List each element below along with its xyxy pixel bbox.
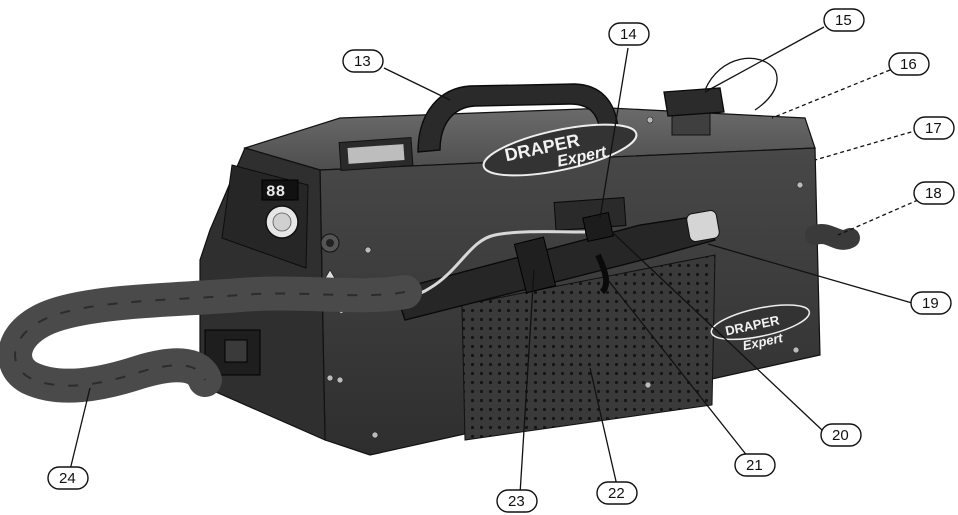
- callout-23-label: 23: [508, 493, 525, 510]
- callout-23: 23: [496, 489, 538, 513]
- callout-16: 16: [888, 52, 930, 76]
- power-inlet-plug: [224, 339, 248, 363]
- callout-20-label: 20: [832, 427, 849, 444]
- callout-19: 19: [910, 291, 952, 315]
- callout-15-label: 15: [835, 12, 852, 29]
- side-brand-logo: DRAPER Expert: [710, 304, 811, 353]
- callout-17: 17: [913, 116, 955, 140]
- callout-15: 15: [823, 8, 865, 32]
- callout-16-label: 16: [900, 56, 917, 73]
- digital-display: [261, 179, 299, 201]
- callout-24: 24: [47, 466, 89, 490]
- applicator-assembly: [339, 197, 720, 321]
- callout-22-label: 22: [608, 485, 625, 502]
- trigger-clip[interactable]: [582, 211, 614, 243]
- callout-20: 20: [820, 423, 862, 447]
- screws: [326, 116, 804, 439]
- display-readout: 88: [266, 183, 285, 201]
- rating-label-inner: [347, 144, 405, 164]
- filler-cap[interactable]: [663, 87, 725, 117]
- callout-13: 13: [342, 49, 384, 73]
- hose-texture: [14, 291, 406, 387]
- callout-22: 22: [596, 481, 638, 505]
- callout-13-label: 13: [354, 53, 371, 70]
- callout-19-label: 19: [922, 295, 939, 312]
- callout-14-label: 14: [620, 26, 637, 43]
- cap-tether: [704, 57, 778, 111]
- trigger[interactable]: [595, 253, 610, 295]
- top-brand-logo: DRAPER Expert: [482, 123, 638, 177]
- socket-pin-icon: [326, 239, 334, 247]
- callout-18-label: 18: [925, 185, 942, 202]
- callout-24-label: 24: [59, 470, 76, 487]
- applicator-body[interactable]: [394, 214, 716, 321]
- machine-body: 88 DRAPER Expert DRAPER Ex: [199, 57, 821, 456]
- applicator-nozzle: [686, 210, 720, 242]
- knob-inner: [272, 212, 292, 232]
- rear-hose: [805, 224, 860, 250]
- applicator-grip: [513, 236, 557, 294]
- callout-21-label: 21: [746, 457, 763, 474]
- vent-grille: [461, 254, 716, 441]
- callout-18: 18: [913, 181, 955, 205]
- callout-14: 14: [608, 22, 650, 46]
- leader-lines: [69, 26, 919, 495]
- callout-21: 21: [734, 453, 776, 477]
- callout-17-label: 17: [925, 120, 942, 137]
